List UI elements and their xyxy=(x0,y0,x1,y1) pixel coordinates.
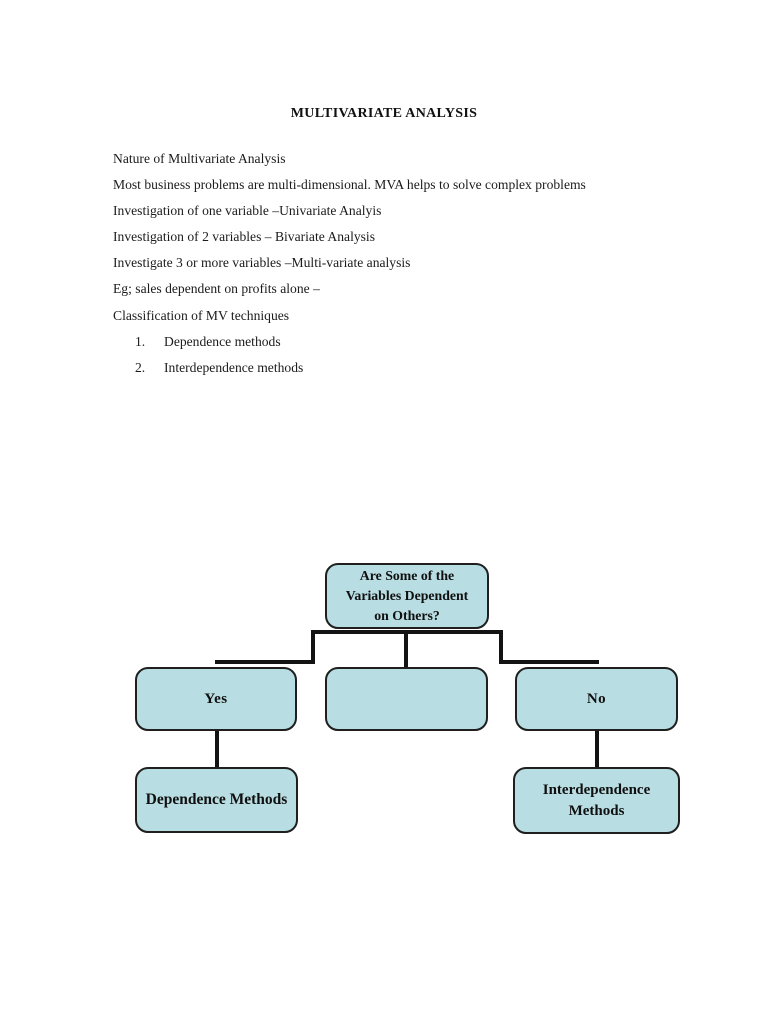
list-item-text: Dependence methods xyxy=(164,333,281,349)
text-line: Nature of Multivariate Analysis xyxy=(113,151,286,166)
connector-right-elbow xyxy=(501,660,599,664)
root-box-line: Variables Dependent xyxy=(345,588,469,603)
list-item-number: 2. xyxy=(135,359,146,375)
connector-left-drop xyxy=(311,630,315,664)
flowchart-yes-box: Yes xyxy=(135,667,297,731)
root-box-line: on Others? xyxy=(374,608,440,623)
list-item-text: Interdependence methods xyxy=(164,359,304,375)
list-item: 1. Dependence methods xyxy=(113,329,673,355)
yes-box-label: Yes xyxy=(204,690,228,707)
root-box-line: Are Some of the xyxy=(359,568,455,583)
page-title: MULTIVARIATE ANALYSIS xyxy=(290,106,478,121)
interdependence-box-line: Interdependence xyxy=(542,781,651,798)
flowchart-dependence-methods-box: Dependence Methods xyxy=(135,767,298,833)
dependence-box-label: Dependence Methods xyxy=(145,791,288,808)
list-item-number: 1. xyxy=(135,333,146,349)
connector-no-to-interdependence xyxy=(595,731,599,767)
text-line: Eg; sales dependent on profits alone – xyxy=(113,281,320,297)
flowchart-empty-box xyxy=(325,667,488,731)
body-text: Nature of Multivariate Analysis Most bus… xyxy=(113,146,673,381)
text-line: Investigation of 2 variables – Bivariate… xyxy=(113,229,375,245)
connector-yes-to-dependence xyxy=(215,731,219,767)
text-line: Investigation of one variable –Univariat… xyxy=(113,203,382,219)
interdependence-box-line: Methods xyxy=(568,802,625,819)
flowchart-root-box: Are Some of the Variables Dependent on O… xyxy=(325,563,489,629)
connector-left-elbow xyxy=(215,660,315,664)
flowchart-interdependence-methods-box: Interdependence Methods xyxy=(513,767,680,834)
flowchart-no-box: No xyxy=(515,667,678,731)
connector-center-drop xyxy=(404,630,408,667)
no-box-label: No xyxy=(586,690,607,707)
text-line: Investigate 3 or more variables –Multi-v… xyxy=(113,255,411,271)
list-item: 2. Interdependence methods xyxy=(113,355,673,381)
text-line: Classification of MV techniques xyxy=(113,307,290,323)
text-line: Most business problems are multi-dimensi… xyxy=(113,177,586,193)
connector-right-drop xyxy=(499,630,503,664)
